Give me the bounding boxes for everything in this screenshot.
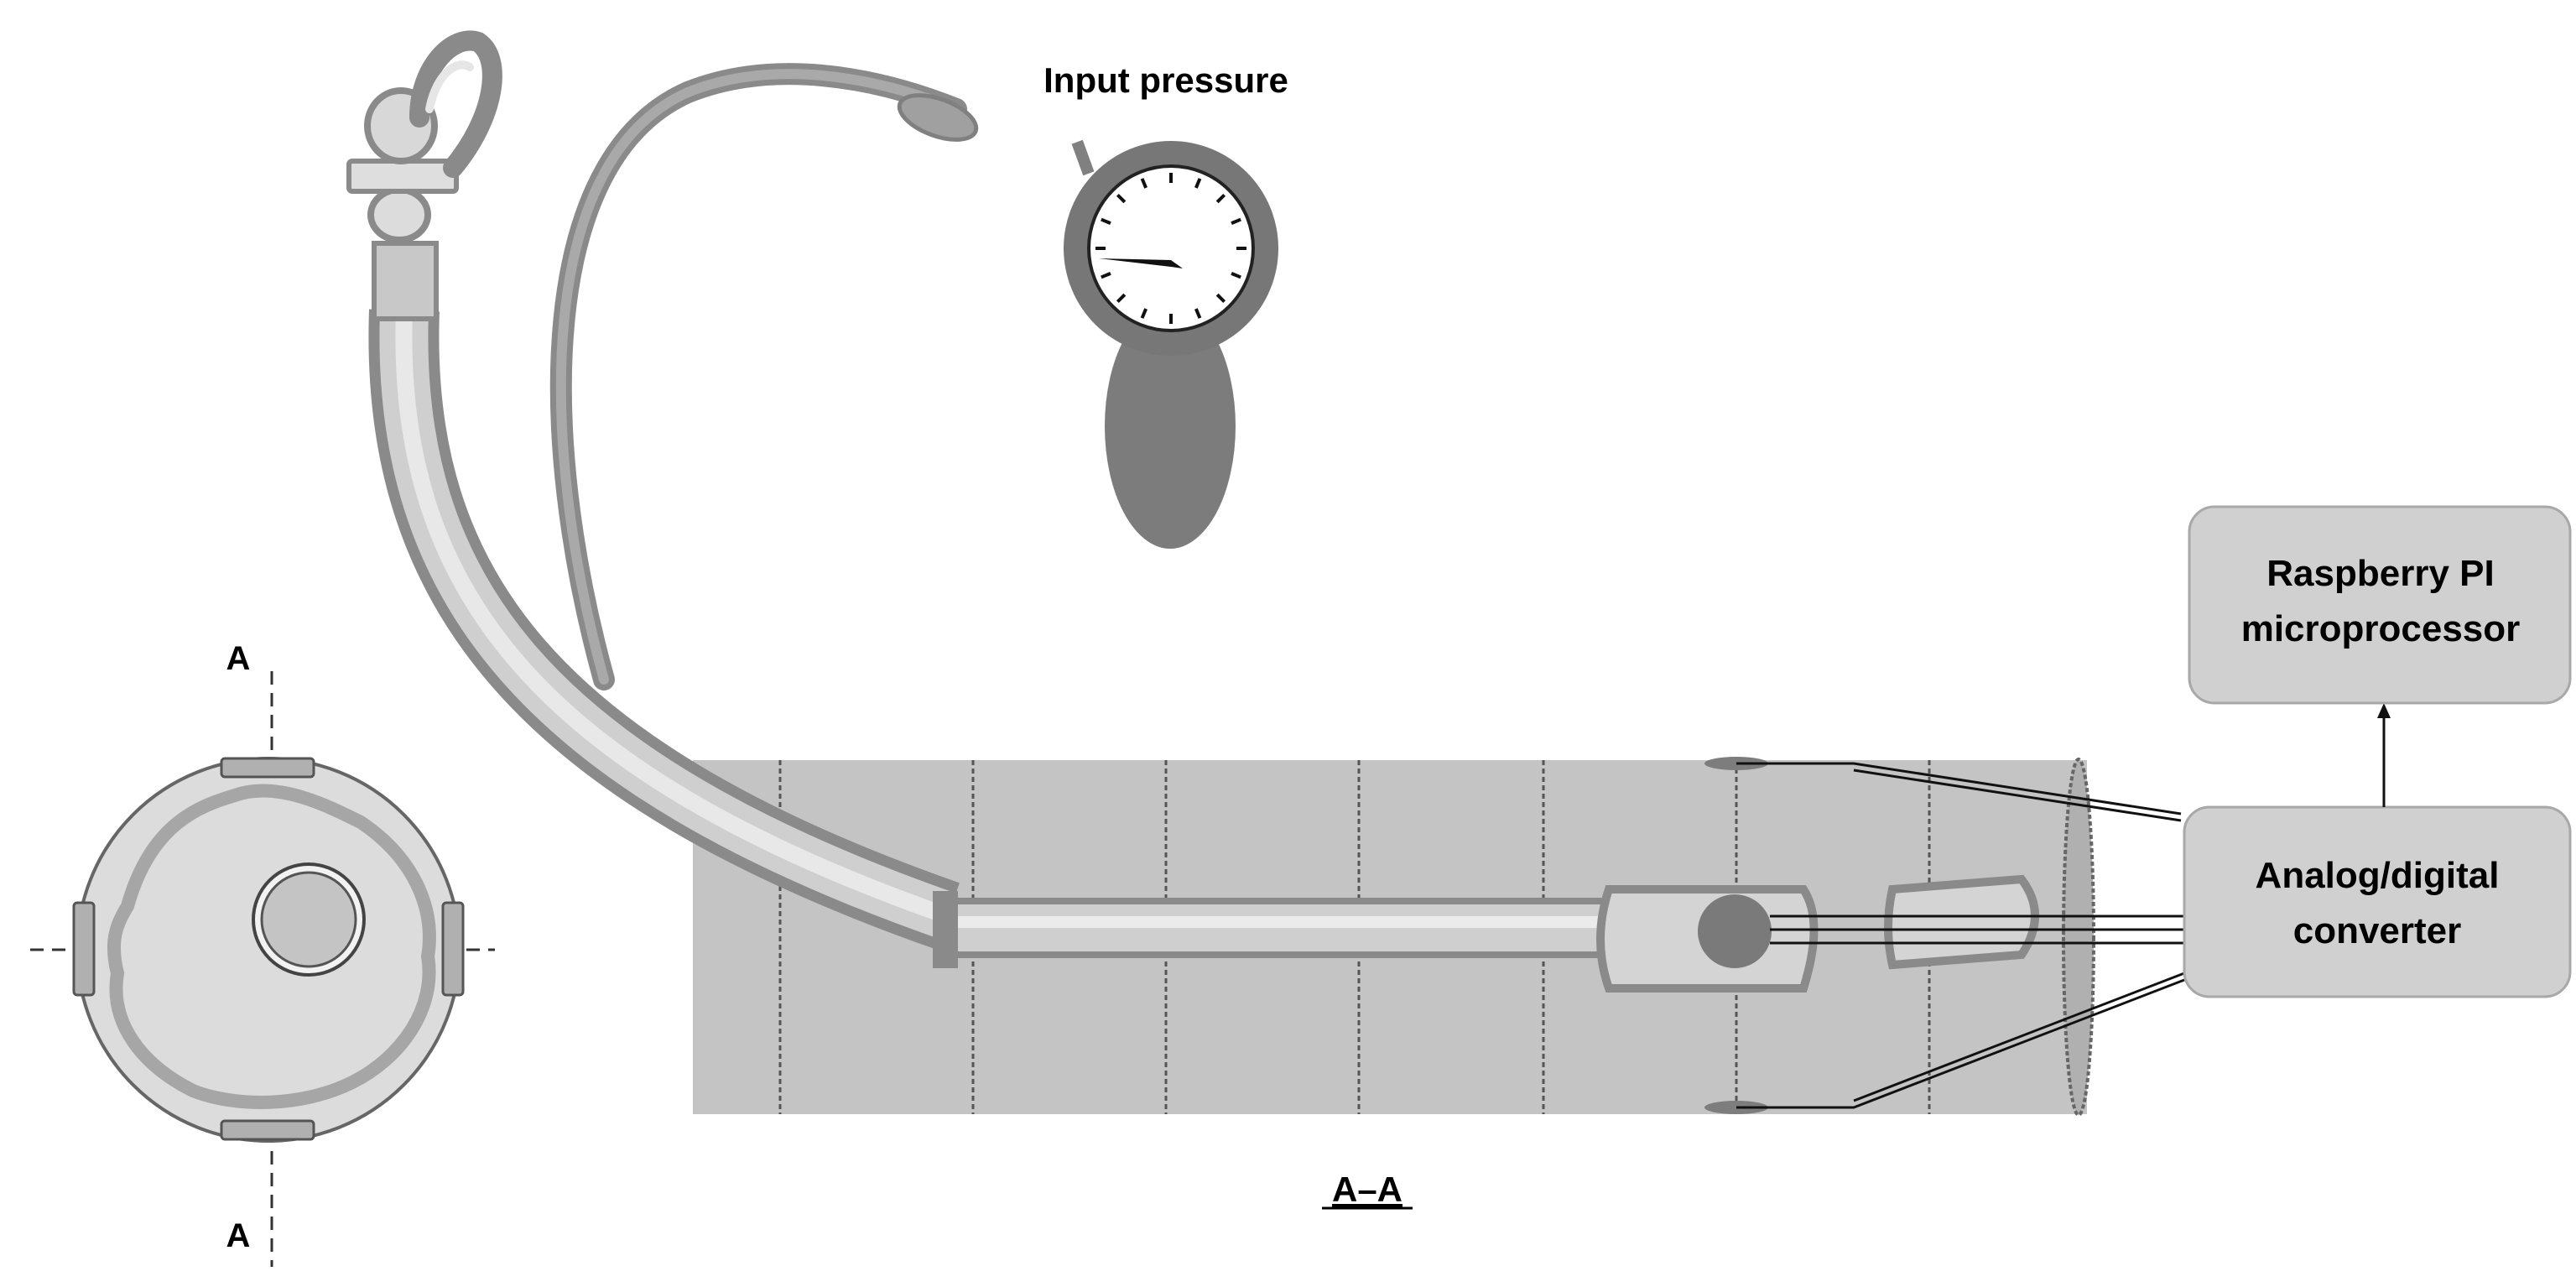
adc-label-line1: Analog/digital [2256, 855, 2500, 896]
gauge-tick [1194, 308, 1202, 319]
gauge-tick [1101, 217, 1111, 225]
trachea-end-opening [2062, 758, 2095, 1117]
gauge-tick [1116, 293, 1127, 304]
gauge-needle [1099, 258, 1183, 268]
connector-sleeve [372, 241, 439, 321]
section-caption: A–A [1332, 1170, 1402, 1209]
section-inner-wave [107, 784, 436, 1109]
raspberry-pi-box: Raspberry PI microprocessor [2188, 505, 2572, 705]
squeeze-bulb [1105, 304, 1236, 549]
gauge-tick [1215, 293, 1226, 304]
gauge-tick [1231, 272, 1241, 279]
electrode-top [220, 757, 315, 779]
input-pressure-label: Input pressure [1043, 60, 1288, 100]
section-label-bottom: A [226, 1217, 251, 1254]
pressure-sensor [1698, 894, 1772, 968]
pilot-line [549, 63, 979, 690]
gauge-tick [1231, 217, 1241, 225]
gauge-face [1087, 164, 1255, 332]
gauge-tick [1140, 308, 1147, 319]
raspberry-label-line2: microprocessor [2241, 608, 2521, 649]
cross-section: A A [30, 640, 495, 1267]
pilot-balloon [897, 93, 979, 142]
gauge-tick [1101, 272, 1111, 279]
electrode-bottom [220, 1119, 315, 1141]
gauge-ticks [1095, 173, 1246, 324]
tube-straight-highlight [948, 916, 1627, 928]
gauge-tick [1194, 178, 1202, 189]
endotracheal-tube [368, 309, 2039, 993]
connector-hook-inner [425, 60, 474, 113]
section-label-top: A [226, 640, 251, 677]
adc-box-shape [2183, 805, 2572, 998]
connector-bulb [367, 186, 431, 243]
section-tube-lumen [260, 871, 357, 968]
adc-label-line2: converter [2293, 910, 2462, 951]
tube-connector [346, 30, 502, 321]
adc-box: Analog/digital converter [2183, 805, 2572, 998]
connector-hook [409, 30, 502, 178]
data-arrow [2377, 703, 2391, 807]
tube-joint [933, 891, 958, 968]
gauge-tick [1116, 193, 1127, 204]
pressure-gauge: Input pressure [1043, 60, 1288, 549]
gauge-tick [1215, 193, 1226, 204]
connector-flange [346, 159, 459, 194]
electrode-right [441, 901, 465, 997]
electrode-left [72, 901, 96, 997]
raspberry-box-shape [2188, 505, 2572, 705]
gauge-valve [1071, 139, 1095, 176]
gauge-tick [1140, 178, 1147, 189]
raspberry-label-line1: Raspberry PI [2266, 553, 2494, 594]
sensor-wires [1736, 762, 2185, 1109]
tube-tip [1884, 874, 2039, 970]
